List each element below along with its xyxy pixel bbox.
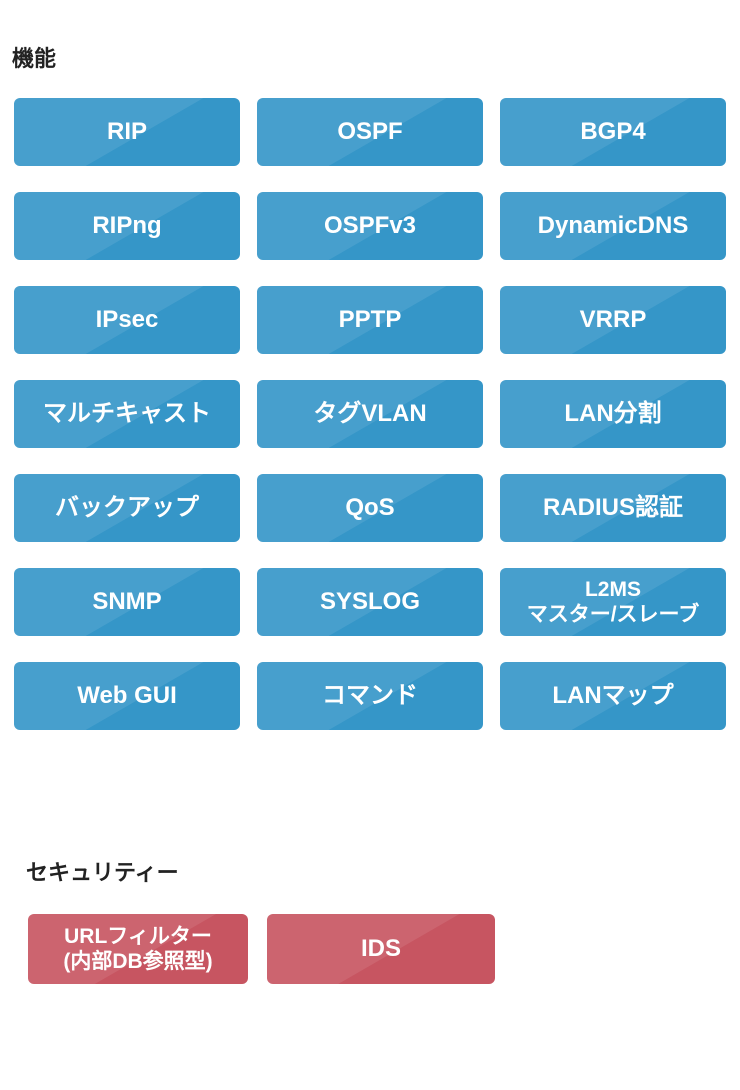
feature-button-tag-vlan[interactable]: タグVLAN bbox=[257, 380, 483, 448]
feature-button-lan-map[interactable]: LANマップ bbox=[500, 662, 726, 730]
security-button-ids[interactable]: IDS bbox=[267, 914, 495, 984]
product-spec-page: 機能 RIP OSPF BGP4 RIPng OSPFv3 DynamicDNS… bbox=[0, 46, 740, 984]
features-section: 機能 RIP OSPF BGP4 RIPng OSPFv3 DynamicDNS… bbox=[12, 46, 726, 730]
feature-button-qos[interactable]: QoS bbox=[257, 474, 483, 542]
feature-button-ospf[interactable]: OSPF bbox=[257, 98, 483, 166]
feature-button-dynamicdns[interactable]: DynamicDNS bbox=[500, 192, 726, 260]
feature-button-ripng[interactable]: RIPng bbox=[14, 192, 240, 260]
feature-button-syslog[interactable]: SYSLOG bbox=[257, 568, 483, 636]
feature-button-ospfv3[interactable]: OSPFv3 bbox=[257, 192, 483, 260]
feature-button-multicast[interactable]: マルチキャスト bbox=[14, 380, 240, 448]
features-grid: RIP OSPF BGP4 RIPng OSPFv3 DynamicDNS IP… bbox=[14, 98, 726, 730]
feature-button-ipsec[interactable]: IPsec bbox=[14, 286, 240, 354]
feature-button-command[interactable]: コマンド bbox=[257, 662, 483, 730]
feature-button-l2ms[interactable]: L2MS マスター/スレーブ bbox=[500, 568, 726, 636]
feature-button-bgp4[interactable]: BGP4 bbox=[500, 98, 726, 166]
features-heading: 機能 bbox=[12, 46, 57, 71]
feature-button-rip[interactable]: RIP bbox=[14, 98, 240, 166]
security-heading: セキュリティー bbox=[26, 860, 179, 885]
feature-button-radius-auth[interactable]: RADIUS認証 bbox=[500, 474, 726, 542]
feature-button-backup[interactable]: バックアップ bbox=[14, 474, 240, 542]
feature-button-snmp[interactable]: SNMP bbox=[14, 568, 240, 636]
security-section: セキュリティー URLフィルター (内部DB参照型) IDS bbox=[0, 860, 740, 984]
feature-button-pptp[interactable]: PPTP bbox=[257, 286, 483, 354]
feature-button-lan-split[interactable]: LAN分割 bbox=[500, 380, 726, 448]
security-button-row: URLフィルター (内部DB参照型) IDS bbox=[28, 914, 740, 984]
feature-button-vrrp[interactable]: VRRP bbox=[500, 286, 726, 354]
feature-button-web-gui[interactable]: Web GUI bbox=[14, 662, 240, 730]
security-button-url-filter[interactable]: URLフィルター (内部DB参照型) bbox=[28, 914, 248, 984]
